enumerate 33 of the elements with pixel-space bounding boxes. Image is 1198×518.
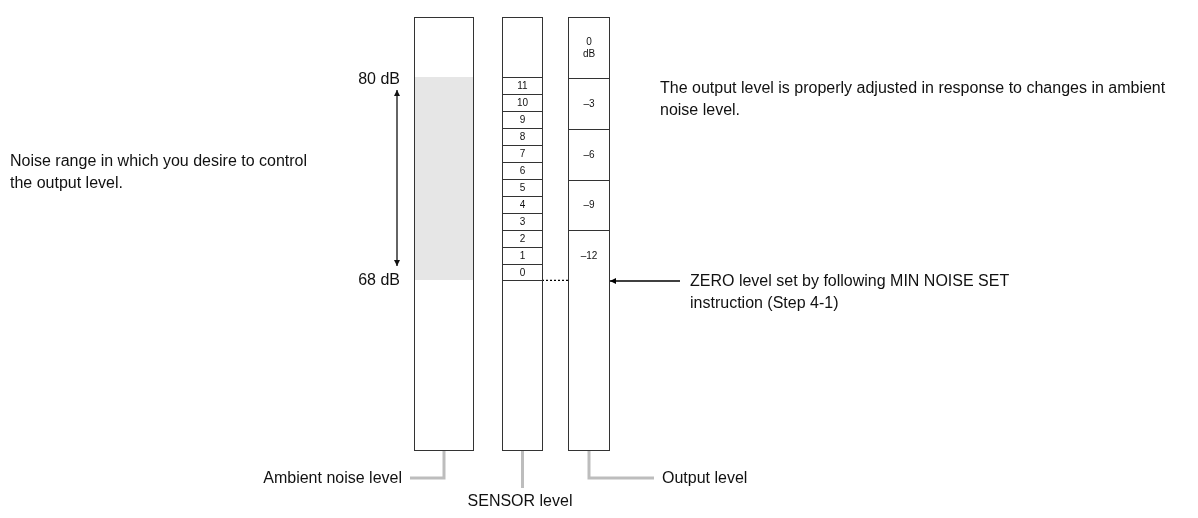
callout-text: Ambient noise level (0, 467, 402, 489)
note-text: Noise range in which you desire to control the output level. (10, 151, 309, 193)
level-cell: 9 (503, 111, 542, 128)
level-cell: 11 (503, 77, 542, 94)
level-cell: 7 (503, 145, 542, 162)
level-cell: –9 (569, 179, 609, 231)
level-cell: –12 (569, 230, 609, 281)
level-cell: 1 (503, 247, 542, 264)
level-cell: –3 (569, 78, 609, 129)
level-cell: 0 dB (569, 18, 609, 78)
leader-line (587, 451, 654, 480)
leader-line (521, 451, 524, 488)
leader-line (410, 451, 446, 480)
level-cell: 3 (503, 213, 542, 230)
level-bar (568, 17, 610, 451)
callout-text: ZERO level set by following MIN NOISE SET instruction (Step 4-1) (690, 270, 1070, 314)
level-cell: 5 (503, 179, 542, 196)
level-bar (502, 17, 543, 451)
callout-text: Output level (662, 467, 822, 489)
level-cell: 4 (503, 196, 542, 213)
level-cell: 8 (503, 128, 542, 145)
arrow (609, 278, 681, 284)
level-bar (414, 17, 474, 451)
level-cell: 10 (503, 94, 542, 111)
shaded-range (415, 77, 473, 280)
level-cell: –6 (569, 128, 609, 180)
note-text: 68 dB (357, 270, 400, 290)
level-cell: 0 (503, 264, 542, 281)
level-cell: 2 (503, 230, 542, 247)
note-text: 80 dB (357, 69, 400, 89)
level-cell: 6 (503, 162, 542, 179)
note-text: The output level is properly adjusted in response to changes in ambient noise level. (660, 78, 1167, 120)
callout-text: SENSOR level (450, 490, 590, 512)
